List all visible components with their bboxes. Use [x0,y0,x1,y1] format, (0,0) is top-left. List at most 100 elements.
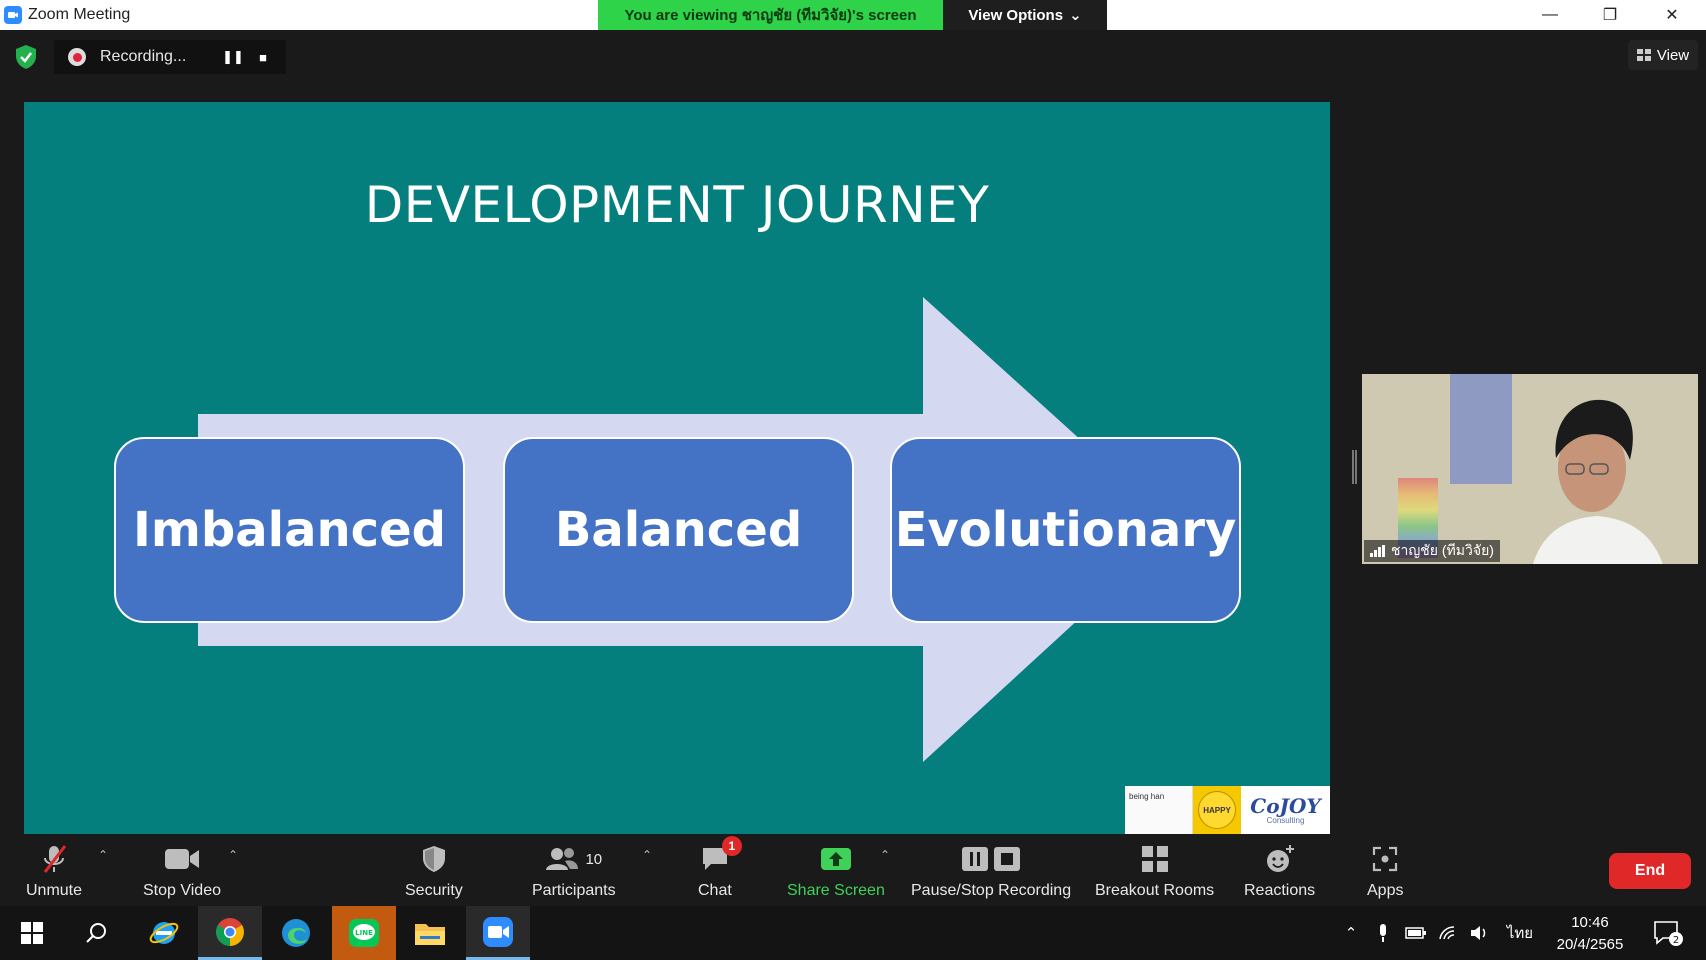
notification-center-icon: 2 [1654,921,1683,946]
grid-icon [1636,49,1651,61]
breakout-rooms-icon [1141,846,1168,872]
clock-date: 20/4/2565 [1556,936,1624,953]
sponsor-logos: being han HAPPY CoJOY Consulting [1125,786,1330,834]
chat-unread-badge: 1 [721,836,742,856]
battery-icon[interactable] [1402,906,1430,960]
breakout-rooms-button[interactable]: Breakout Rooms [1095,842,1214,900]
edge-icon [282,919,310,947]
zoom-icon [483,916,513,947]
windows-start-button[interactable] [0,906,64,960]
input-language-indicator[interactable]: ไทย [1506,925,1534,942]
stage-evolutionary: Evolutionary [890,437,1241,623]
internet-explorer-taskbar-button[interactable] [132,906,196,960]
window-title: Zoom Meeting [28,6,131,23]
unmute-button[interactable]: Unmute [26,842,82,900]
recording-status: Recording... [100,48,187,65]
participant-name-label: ชาญชัย (ทีมวิจัย) [1364,540,1500,562]
being-han-logo: being han [1125,786,1193,834]
participants-button[interactable]: 10 Participants [532,842,616,900]
participants-options-caret-icon[interactable]: ⌃ [642,848,653,862]
reactions-button[interactable]: Reactions [1244,842,1315,900]
volume-icon[interactable] [1465,906,1493,960]
windows-logo-icon [21,922,43,944]
share-screen-button[interactable]: Share Screen [787,842,885,900]
pause-recording-button[interactable]: ❚❚ [222,49,244,64]
chat-bubble-icon [702,848,727,870]
apps-icon [1373,846,1398,872]
participant-video-tile[interactable]: ชาญชัย (ทีมวิจัย) [1362,374,1698,564]
zoom-app-icon [4,6,22,24]
meeting-toolbar: Unmute ⌃ Stop Video ⌃ Security [0,836,1706,906]
participants-icon [546,848,579,870]
internet-explorer-icon [149,922,179,944]
search-icon [86,923,106,943]
edge-taskbar-button[interactable] [264,906,328,960]
stop-icon [994,847,1021,871]
pause-icon [962,847,989,871]
participants-label: Participants [532,882,616,899]
happy-logo: HAPPY [1193,786,1241,834]
stop-recording-button[interactable]: ■ [259,49,267,65]
view-options-label: View Options [968,6,1064,24]
wifi-icon[interactable] [1434,906,1462,960]
share-screen-label: Share Screen [787,882,885,899]
cojoy-logo: CoJOY Consulting [1250,793,1321,825]
security-button[interactable]: Security [405,842,463,900]
view-options-button[interactable]: View Options ⌄ [943,0,1107,30]
end-meeting-button[interactable]: End [1609,853,1691,889]
audio-options-caret-icon[interactable]: ⌃ [98,848,109,862]
video-camera-icon [165,849,199,869]
view-layout-button[interactable]: View [1628,40,1698,70]
participant-name: ชาญชัย (ทีมวิจัย) [1391,542,1494,558]
stop-video-label: Stop Video [143,882,221,899]
chat-button[interactable]: 1 Chat [698,836,742,900]
apps-button[interactable]: Apps [1367,842,1403,900]
signal-strength-icon [1370,545,1385,557]
pause-stop-recording-label: Pause/Stop Recording [911,882,1072,899]
recording-dot-icon [68,48,86,66]
svg-text:2: 2 [1673,935,1679,946]
shared-screen-slide: DEVELOPMENT JOURNEY Imbalanced Balanced … [24,102,1330,834]
reactions-label: Reactions [1244,882,1316,899]
unmute-label: Unmute [26,882,83,899]
clock-time: 10:46 [1571,914,1609,931]
folder-icon [415,924,445,945]
apps-label: Apps [1367,882,1404,899]
chat-label: Chat [698,882,732,899]
windows-taskbar: LINE ⌃ ไทย 10:46 20/4/2565 [0,906,1706,960]
security-label: Security [405,882,463,899]
minimize-button[interactable]: — [1542,6,1558,23]
chevron-down-icon: ⌄ [1069,7,1082,24]
close-button[interactable]: ✕ [1665,7,1679,24]
stage-imbalanced: Imbalanced [114,437,465,623]
chrome-taskbar-button[interactable] [198,906,262,960]
recording-indicator: Recording... ❚❚ ■ [54,40,286,74]
participant-video-feed [1533,399,1663,564]
show-hidden-icons-button[interactable]: ⌃ [1344,925,1358,942]
share-screen-icon [820,848,851,870]
chrome-icon [216,917,244,946]
file-explorer-taskbar-button[interactable] [398,906,462,960]
encryption-shield-icon[interactable] [14,44,38,70]
view-label: View [1656,46,1690,64]
restore-button[interactable]: ❐ [1602,7,1618,24]
search-button[interactable] [64,906,128,960]
line-app-icon: LINE [349,919,379,947]
security-shield-icon [422,846,445,872]
taskbar-clock[interactable]: 10:46 20/4/2565 [1545,912,1635,956]
video-options-caret-icon[interactable]: ⌃ [228,848,239,862]
slide-title: DEVELOPMENT JOURNEY [364,176,990,234]
zoom-taskbar-button[interactable] [466,906,530,960]
panel-splitter-handle[interactable] [1352,450,1357,484]
breakout-rooms-label: Breakout Rooms [1095,882,1215,899]
viewing-screen-banner: You are viewing ชาญชัย (ทีมวิจัย)'s scre… [598,0,943,30]
svg-text:LINE: LINE [355,929,373,937]
line-taskbar-button[interactable]: LINE [332,906,396,960]
microphone-tray-icon[interactable] [1370,906,1396,960]
stop-video-button[interactable]: Stop Video [143,842,221,900]
pause-stop-recording-button[interactable]: Pause/Stop Recording [911,842,1071,900]
stage-balanced: Balanced [503,437,854,623]
share-options-caret-icon[interactable]: ⌃ [880,848,891,862]
reactions-smiley-icon [1266,845,1294,872]
notifications-button[interactable]: 2 [1648,906,1688,960]
